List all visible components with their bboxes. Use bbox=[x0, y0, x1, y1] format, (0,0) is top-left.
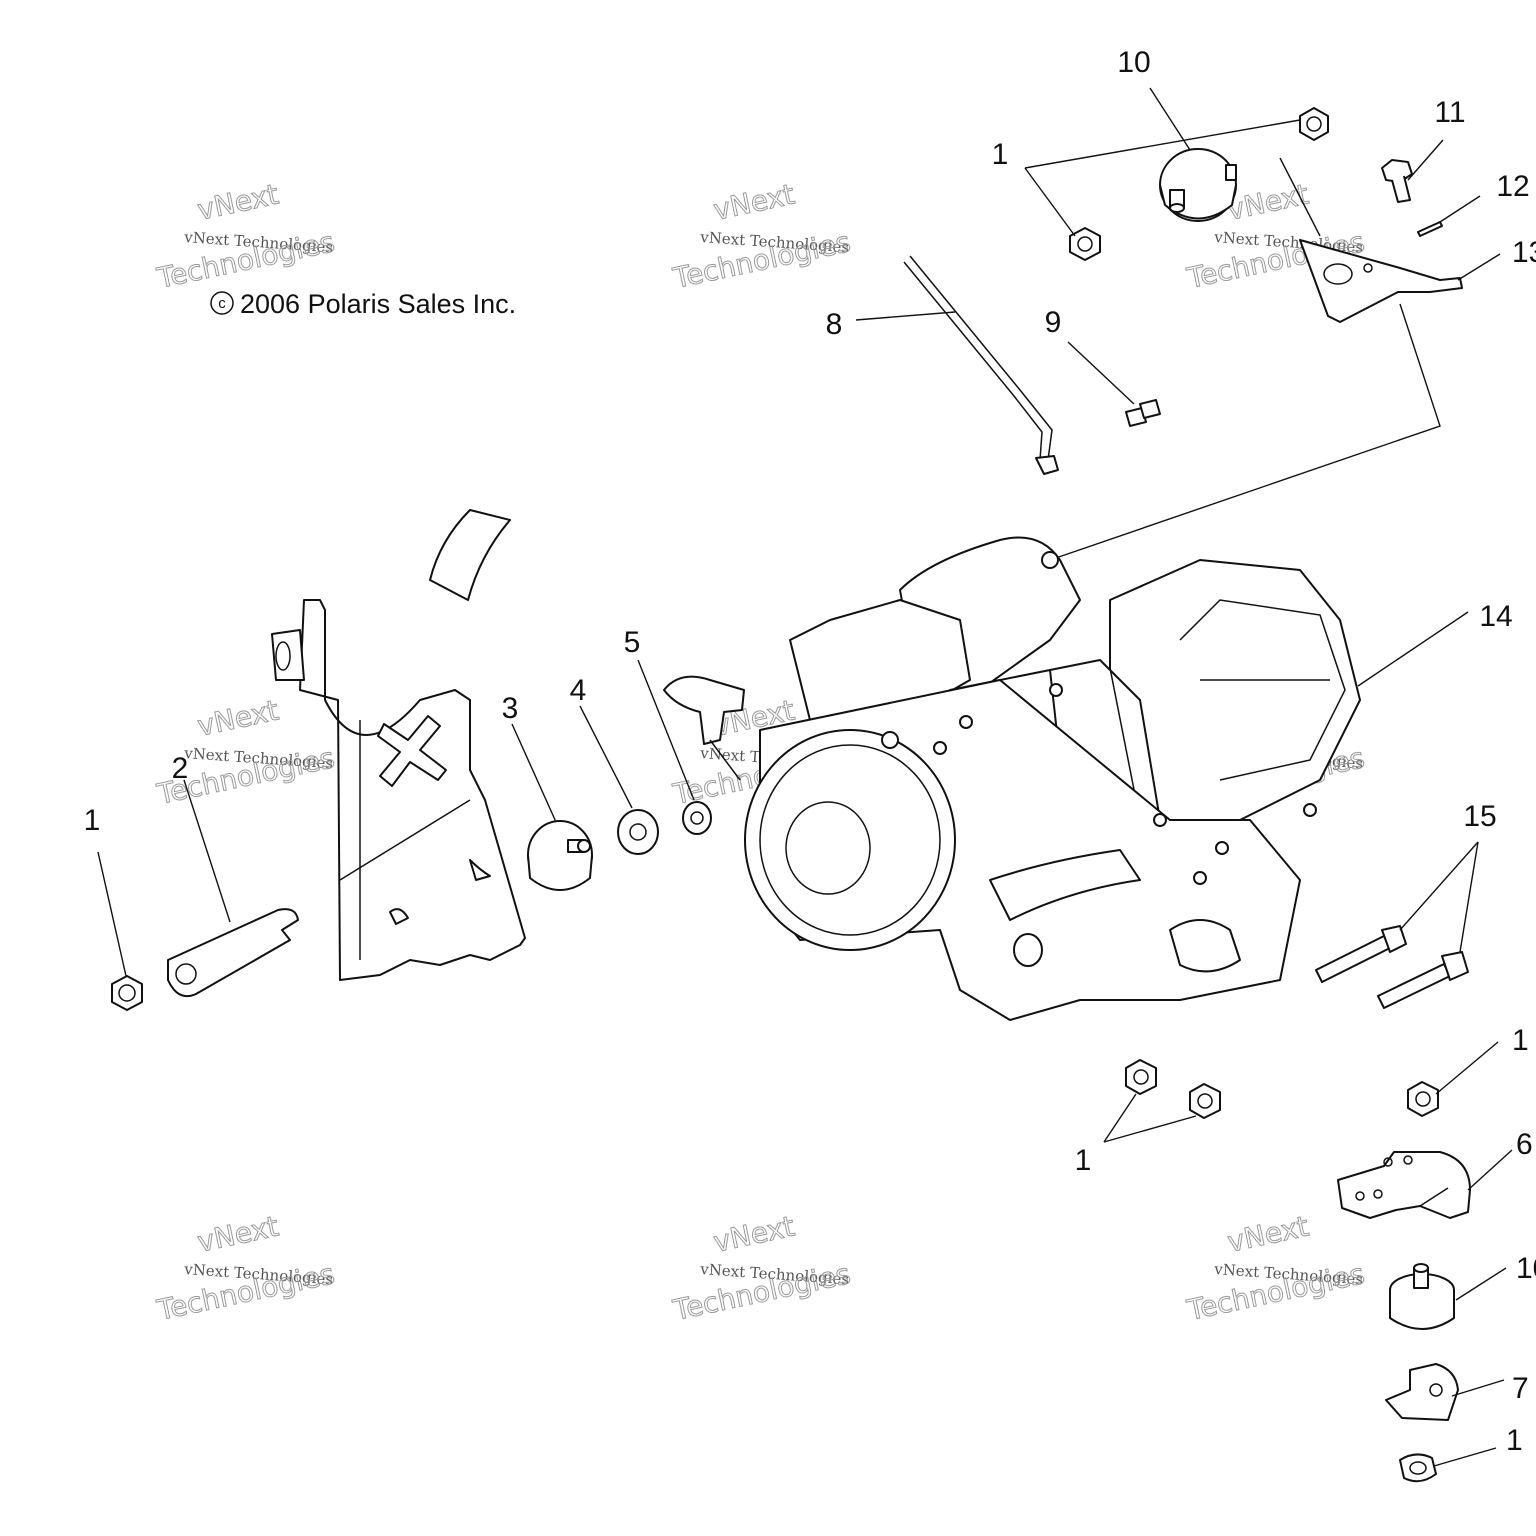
callout-1-right-mid: 1 bbox=[1512, 1024, 1529, 1057]
lower-mount-bracket bbox=[1337, 1151, 1471, 1219]
callout-1-left: 1 bbox=[84, 804, 101, 837]
callout-7: 7 bbox=[1512, 1372, 1529, 1405]
leader-line bbox=[1103, 1115, 1197, 1143]
leader-line bbox=[1103, 1093, 1137, 1143]
cotter-pin bbox=[1417, 221, 1443, 237]
copyright-notice: c 2006 Polaris Sales Inc. bbox=[210, 289, 516, 319]
callout-14: 14 bbox=[1479, 600, 1512, 633]
copyright-symbol: c bbox=[218, 295, 226, 312]
leader-line bbox=[1467, 1149, 1513, 1191]
upper-mount-bracket bbox=[1299, 239, 1463, 323]
leader-line bbox=[1451, 1379, 1505, 1397]
leader-line bbox=[183, 779, 231, 923]
rubber-mount-left bbox=[527, 820, 593, 891]
callout-4: 4 bbox=[570, 674, 587, 707]
callout-10-top: 10 bbox=[1117, 46, 1150, 79]
flange-nut-bottom-right bbox=[1399, 1453, 1437, 1483]
copyright-text: 2006 Polaris Sales Inc. bbox=[240, 289, 516, 319]
leader-line bbox=[1149, 87, 1191, 151]
leader-line bbox=[1049, 303, 1441, 561]
watermark-large-text: vNext bbox=[195, 1210, 282, 1259]
callout-10-bottom: 10 bbox=[1516, 1252, 1536, 1285]
hex-nut-left bbox=[111, 975, 143, 1011]
leader-line bbox=[855, 311, 956, 321]
watermark-large-text: vNext bbox=[711, 1210, 798, 1259]
mount-strap bbox=[167, 908, 299, 998]
callout-6: 6 bbox=[1516, 1128, 1533, 1161]
watermark-bottom-center: vNext vNext Technologies Technologies bbox=[669, 1209, 854, 1327]
watermark-bottom-right: vNext vNext Technologies Technologies bbox=[1183, 1209, 1368, 1327]
callout-8: 8 bbox=[826, 308, 843, 341]
leader-line bbox=[1433, 1447, 1497, 1467]
engine-assembly bbox=[663, 536, 1361, 1021]
callout-1-bottom-mid: 1 bbox=[1075, 1144, 1092, 1177]
hex-nut-top-left bbox=[1069, 227, 1101, 261]
leader-line bbox=[511, 723, 557, 823]
callout-5: 5 bbox=[624, 626, 641, 659]
callout-1-bottom-right: 1 bbox=[1506, 1424, 1523, 1457]
leader-line bbox=[1439, 195, 1481, 223]
leader-line bbox=[1407, 139, 1444, 181]
callout-13: 13 bbox=[1512, 236, 1536, 269]
watermark-large-text: vNext bbox=[1225, 1210, 1312, 1259]
hex-nut-bottom-mid-a bbox=[1125, 1059, 1157, 1095]
watermark-large-text: vNext bbox=[1225, 178, 1312, 227]
leader-line bbox=[1024, 167, 1076, 237]
leader-line bbox=[1357, 611, 1469, 687]
flat-washer-large bbox=[617, 809, 659, 855]
rubber-mount-bottom bbox=[1389, 1263, 1455, 1330]
watermark-top-left: vNext vNext Technologies Technologies bbox=[153, 177, 338, 295]
leader-line bbox=[579, 705, 633, 809]
leader-line bbox=[637, 659, 695, 801]
long-mount-bolt-upper bbox=[1315, 925, 1407, 983]
ground-rod bbox=[903, 255, 1059, 475]
copyright-circle-icon bbox=[210, 291, 234, 315]
long-mount-bolt-lower bbox=[1377, 951, 1469, 1009]
hex-nut-bottom-mid-b bbox=[1189, 1083, 1221, 1119]
leader-line bbox=[97, 851, 127, 977]
callout-labels: 10 1 11 12 13 8 9 14 5 4 3 2 1 15 1 1 6 … bbox=[84, 46, 1536, 1457]
callout-9: 9 bbox=[1045, 306, 1062, 339]
leader-line bbox=[1024, 119, 1301, 169]
leader-line bbox=[1459, 841, 1479, 953]
leader-line bbox=[1457, 253, 1501, 281]
watermark-bottom-left: vNext vNext Technologies Technologies bbox=[153, 1209, 338, 1327]
callout-12: 12 bbox=[1496, 170, 1529, 203]
hex-bolt-small bbox=[1381, 159, 1413, 203]
leader-line bbox=[1455, 1267, 1507, 1301]
watermark-top-center: vNext vNext Technologies Technologies bbox=[669, 177, 854, 295]
callout-3: 3 bbox=[502, 692, 519, 725]
watermark-large-text: vNext bbox=[711, 178, 798, 227]
leader-line bbox=[1279, 157, 1321, 237]
callout-11: 11 bbox=[1434, 96, 1465, 129]
rubber-mount-top bbox=[1159, 148, 1237, 222]
flat-washer-small bbox=[682, 801, 712, 835]
flange-bolt-small bbox=[1125, 399, 1161, 427]
leader-line bbox=[1399, 841, 1479, 931]
callout-2: 2 bbox=[172, 752, 189, 785]
mount-plate-small bbox=[1385, 1363, 1459, 1421]
watermark-large-text: vNext bbox=[195, 694, 282, 743]
callout-1-top: 1 bbox=[992, 138, 1009, 171]
leader-line bbox=[1067, 341, 1135, 405]
callout-15: 15 bbox=[1463, 800, 1496, 833]
hex-nut-top-right bbox=[1299, 107, 1329, 141]
hex-nut-right-mid bbox=[1407, 1081, 1439, 1117]
watermark-large-text: vNext bbox=[195, 178, 282, 227]
chassis-frame-section bbox=[271, 509, 526, 981]
leader-line bbox=[1435, 1041, 1499, 1095]
